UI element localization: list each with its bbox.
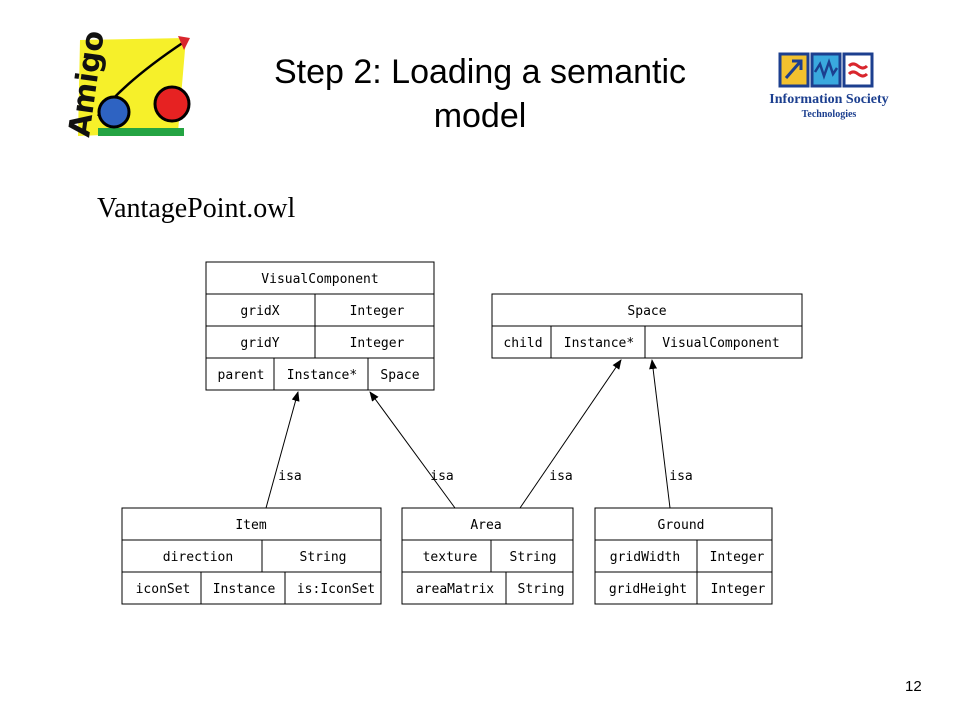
class-name-space: Space: [627, 304, 666, 319]
logo-arrow-icon: [178, 36, 190, 50]
attr-texture-name: texture: [423, 550, 478, 565]
edge-ground-to-space: [649, 359, 671, 509]
page-number: 12: [905, 678, 922, 695]
class-name-item: Item: [235, 518, 266, 533]
attr-areamatrix-type: String: [518, 582, 565, 597]
attr-direction-name: direction: [163, 550, 233, 565]
class-ground: [594, 507, 773, 605]
attr-gridx-type: Integer: [350, 304, 405, 319]
attr-iconset-name: iconSet: [136, 582, 191, 597]
logo-red-circle: [153, 85, 191, 123]
attr-parent-name: parent: [218, 368, 265, 383]
logo-blue-circle: [97, 95, 131, 129]
attr-child-name: child: [503, 336, 542, 351]
attr-gridx-name: gridX: [240, 304, 279, 319]
attr-direction-type: String: [300, 550, 347, 565]
amigo-logo: Amigo: [62, 32, 191, 139]
attr-gridheight-name: gridHeight: [609, 582, 687, 597]
slide-title: Step 2: Loading a semantic model: [230, 50, 730, 138]
edge-label-isa: isa: [669, 469, 692, 484]
edge-label-isa: isa: [278, 469, 301, 484]
attr-iconset-range: is:IconSet: [297, 582, 375, 597]
edge-label-isa: isa: [549, 469, 572, 484]
edge-item-to-visualcomponent: [265, 391, 300, 509]
edge-area-to-visualcomponent: [369, 391, 456, 509]
ist-text-line-2: Technologies: [801, 109, 857, 120]
attr-areamatrix-name: areaMatrix: [416, 582, 494, 597]
ist-icon-tiles: [778, 52, 874, 88]
title-line-1: Step 2: Loading a semantic: [273, 53, 687, 91]
ontology-filename: VantagePoint.owl: [97, 193, 296, 224]
class-name-area: Area: [470, 518, 501, 533]
class-visualcomponent: [205, 261, 435, 391]
attr-gridheight-type: Integer: [711, 582, 766, 597]
edge-label-isa: isa: [430, 469, 453, 484]
attr-iconset-type: Instance: [213, 582, 276, 597]
attr-gridy-type: Integer: [350, 336, 405, 351]
attr-parent-range: Space: [380, 368, 419, 383]
class-space: [491, 293, 803, 359]
class-name-ground: Ground: [658, 518, 705, 533]
title-line-2: model: [433, 97, 527, 135]
logo-green-bar: [98, 128, 184, 136]
attr-gridwidth-type: Integer: [710, 550, 765, 565]
class-name-visualcomponent: VisualComponent: [261, 272, 378, 287]
ist-logo: [778, 52, 874, 88]
ist-text-line-1: Information Society: [769, 92, 889, 107]
attr-child-range: VisualComponent: [662, 336, 779, 351]
attr-child-type: Instance*: [564, 336, 634, 351]
class-area: [401, 507, 574, 605]
attr-parent-type: Instance*: [287, 368, 357, 383]
attr-gridy-name: gridY: [240, 336, 279, 351]
class-item: [121, 507, 382, 605]
attr-texture-type: String: [510, 550, 557, 565]
edge-area-to-space: [519, 359, 622, 509]
attr-gridwidth-name: gridWidth: [610, 550, 680, 565]
